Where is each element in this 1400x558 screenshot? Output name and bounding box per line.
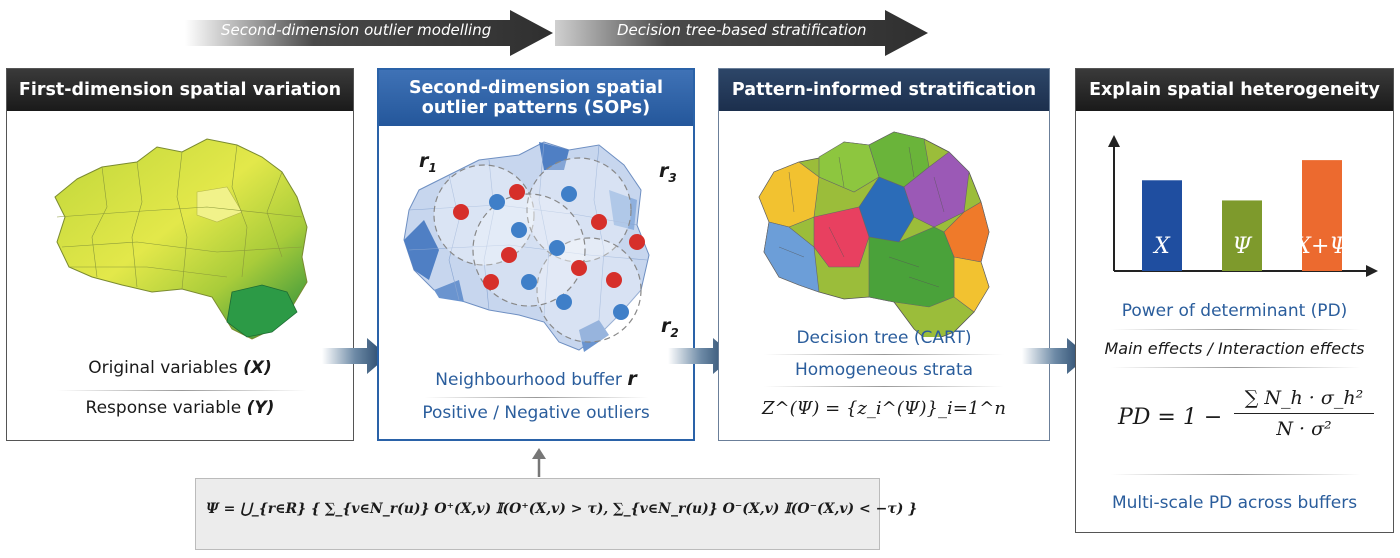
map-outlier-patterns xyxy=(403,141,650,352)
radius-label-r2: r2 xyxy=(661,315,679,340)
caption-homogeneous-strata: Homogeneous strata xyxy=(794,360,974,380)
sop-formula: Ψ = ⋃_{r∈R} { ∑_{v∈N_r(u)} O⁺(X,v) 𝕀(O⁺(… xyxy=(206,501,918,517)
divider xyxy=(1111,367,1361,368)
flow-arrow-3 xyxy=(1022,338,1088,374)
pd-formula-numerator: ∑ N_h · σ_h² xyxy=(1234,387,1374,414)
pd-formula: PD = 1 − ∑ N_h · σ_h² N · σ² xyxy=(1116,387,1386,457)
radius-letter: r xyxy=(661,315,671,337)
caption-response-variable: Response variable (Y) xyxy=(7,398,353,418)
divider xyxy=(1111,474,1361,475)
top-arrow-stratification: Decision tree-based stratification xyxy=(555,8,930,58)
caption-symbol: (Y) xyxy=(246,398,275,418)
divider xyxy=(764,354,1004,355)
sop-formula-box: Ψ = ⋃_{r∈R} { ∑_{v∈N_r(u)} O⁺(X,v) 𝕀(O⁺(… xyxy=(195,478,918,550)
radius-letter: r xyxy=(419,150,429,172)
bar-label-2: X+Ψ xyxy=(1293,234,1349,259)
flow-arrow-1 xyxy=(322,338,388,374)
y-axis-arrowhead xyxy=(1108,135,1120,147)
caption-text: Neighbourhood buffer xyxy=(435,370,622,390)
bar-1 xyxy=(1222,200,1262,271)
radius-subscript: 2 xyxy=(670,325,679,340)
radius-subscript: 1 xyxy=(428,160,437,175)
panel-explain-heterogeneity: Explain spatial heterogeneity X Ψ X+Ψ Powe… xyxy=(1075,68,1394,533)
caption-text: Original variables xyxy=(88,358,238,378)
caption-text: Response variable xyxy=(85,398,242,418)
flow-arrow-2 xyxy=(668,338,734,374)
panel-first-dimension: First-dimension spatial variation Origin… xyxy=(6,68,354,441)
map-strata xyxy=(758,131,990,337)
x-axis-arrowhead xyxy=(1366,265,1378,277)
caption-pd: Power of determinant (PD) xyxy=(1121,301,1348,321)
panel-title: Pattern-informed stratification xyxy=(719,69,1049,111)
radius-letter: r xyxy=(659,160,669,182)
caption-symbol: r xyxy=(627,368,637,390)
pd-formula-denominator: N · σ² xyxy=(1276,418,1332,440)
top-arrow-label: Decision tree-based stratification xyxy=(617,21,867,39)
bar-2 xyxy=(1302,160,1342,271)
panel-title: Explain spatial heterogeneity xyxy=(1076,69,1393,111)
radius-subscript: 3 xyxy=(668,170,677,185)
top-arrow-outlier-modelling: Second-dimension outlier modelling xyxy=(185,8,555,58)
radius-label-r3: r3 xyxy=(659,160,677,185)
panel-title: First-dimension spatial variation xyxy=(7,69,353,111)
top-arrow-shape xyxy=(555,10,928,56)
panel-stratification: Pattern-informed stratification Decision… xyxy=(718,68,1050,441)
strata-formula: Z^(Ψ) = {z_i^(Ψ)}_i=1^n xyxy=(762,398,1006,419)
panel-title: Second-dimension spatial outlier pattern… xyxy=(379,70,693,126)
arrow-up-icon xyxy=(532,448,546,477)
caption-effects: Main effects / Interaction effects xyxy=(1104,339,1365,358)
caption-decision-tree: Decision tree (CART) xyxy=(796,328,972,348)
map-original-variables xyxy=(54,138,308,340)
caption-symbol: (X) xyxy=(243,358,272,378)
divider xyxy=(764,386,1004,387)
caption-original-variables: Original variables (X) xyxy=(7,358,353,378)
top-arrow-label: Second-dimension outlier modelling xyxy=(221,21,492,39)
caption-neighbourhood-buffer: Neighbourhood buffer r xyxy=(379,368,693,390)
bar-label-0: X xyxy=(1152,234,1171,259)
panel-second-dimension: Second-dimension spatial outlier pattern… xyxy=(377,68,695,441)
divider xyxy=(1111,329,1361,330)
outlier-points xyxy=(453,184,645,320)
bar-label-1: Ψ xyxy=(1232,234,1252,259)
divider xyxy=(424,397,649,398)
pd-formula-fraction: ∑ N_h · σ_h² N · σ² xyxy=(1234,387,1374,440)
pd-bar-chart: X Ψ X+Ψ xyxy=(1108,135,1378,277)
radius-label-r1: r1 xyxy=(419,150,437,175)
top-arrow-shape xyxy=(185,10,553,56)
bar-0 xyxy=(1142,180,1182,271)
caption-outliers: Positive / Negative outliers xyxy=(422,403,650,423)
caption-multiscale-pd: Multi-scale PD across buffers xyxy=(1111,493,1358,513)
pd-formula-lhs: PD = 1 − xyxy=(1118,405,1223,430)
divider xyxy=(57,390,307,391)
